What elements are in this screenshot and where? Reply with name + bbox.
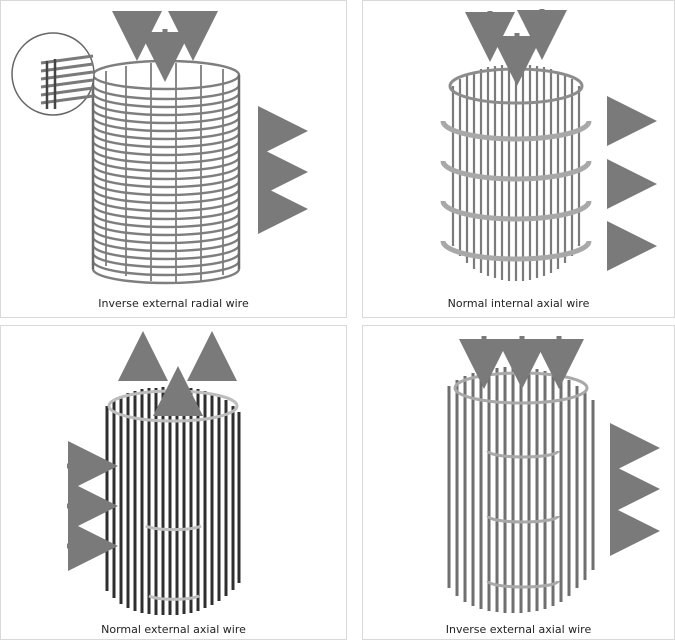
caption-inverse-external-axial-wire: Inverse external axial wire	[445, 623, 592, 636]
panel-normal-internal-axial-wire: Normal internal axial wire	[362, 0, 675, 318]
external-axial-wire-cylinder-illustration	[67, 331, 241, 615]
internal-axial-wire-cylinder-illustration	[440, 9, 657, 281]
radial-wire-cylinder-illustration	[11, 11, 308, 285]
inflow-arrows-top	[459, 336, 584, 389]
outflow-arrows-right	[610, 423, 660, 556]
inverse-axial-wire-cylinder-illustration	[447, 336, 660, 613]
support-rings	[440, 120, 592, 262]
caption-normal-internal-axial-wire: Normal internal axial wire	[447, 297, 590, 310]
detail-magnifier	[11, 32, 95, 116]
panel-normal-external-axial-wire: Normal external axial wire	[0, 325, 347, 640]
outer-axial-wires	[105, 387, 241, 615]
inflow-arrows-left	[67, 441, 118, 571]
outflow-arrows-right	[258, 106, 308, 234]
caption-inverse-external-radial-wire: Inverse external radial wire	[98, 297, 249, 310]
panel-inverse-external-radial-wire: Inverse external radial wire	[0, 0, 347, 318]
caption-normal-external-axial-wire: Normal external axial wire	[101, 623, 246, 636]
cylinder-outline	[91, 75, 241, 269]
inflow-arrows-top	[112, 11, 218, 82]
radial-wire-rings	[91, 59, 241, 285]
inflow-arrows-top	[465, 9, 567, 86]
outer-axial-wires	[447, 367, 595, 613]
axial-wires	[451, 65, 581, 281]
outflow-arrows-right	[607, 96, 657, 271]
panel-inverse-external-axial-wire: Inverse external axial wire	[362, 325, 675, 640]
outflow-arrows-top	[118, 331, 237, 416]
